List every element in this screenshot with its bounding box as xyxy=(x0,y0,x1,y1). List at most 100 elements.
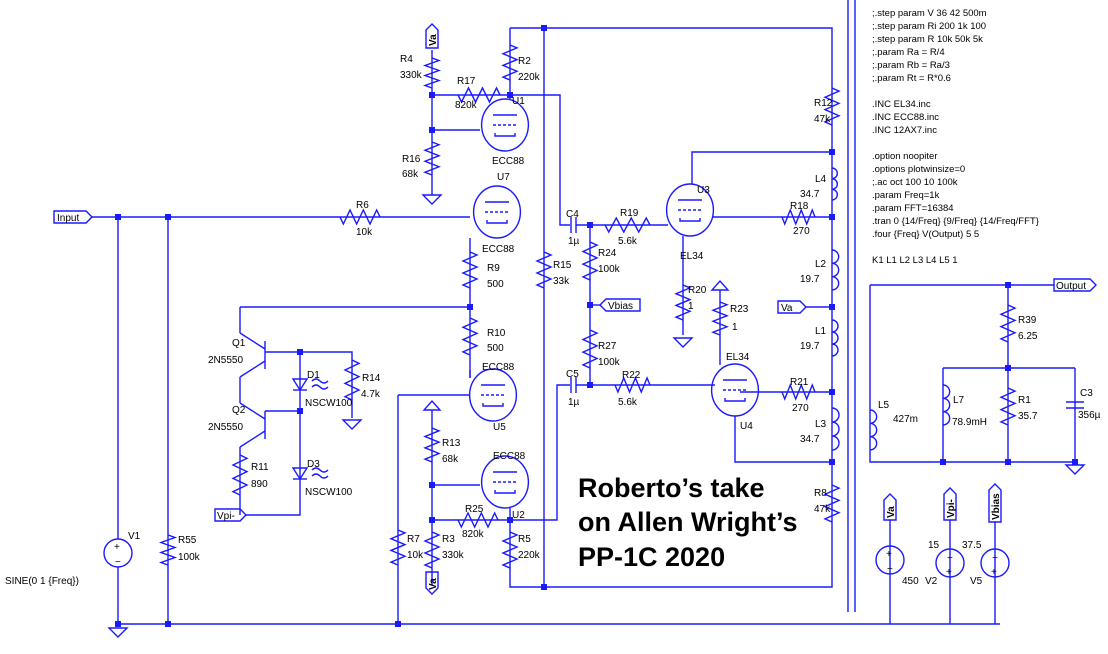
label-ref: L5 xyxy=(878,400,890,411)
label-ref: R17 xyxy=(457,76,476,87)
transistor-emitter xyxy=(239,430,266,448)
label-value: SINE(0 1 {Freq}) xyxy=(5,576,79,587)
wire xyxy=(869,285,1075,463)
spice-directives[interactable]: ;.step param V 36 42 500m ;.step param R… xyxy=(872,8,1039,266)
label-ref: R5 xyxy=(518,534,531,545)
label-ref: U3 xyxy=(697,185,710,196)
net-label-vbias[interactable]: Vbias xyxy=(599,298,641,312)
net-label-va-source[interactable]: Va xyxy=(883,493,897,521)
directive-line: .tran 0 {14/Freq} {9/Freq} {14/Freq/FFT} xyxy=(872,216,1039,227)
directive-line: ;.step param R 10k 50k 5k xyxy=(872,34,983,45)
junction-dot xyxy=(1072,459,1078,465)
ground-icon xyxy=(107,627,129,638)
net-label-vbias-text: Vbias xyxy=(991,493,1002,520)
directive-line: .INC EL34.inc xyxy=(872,99,931,110)
label-ref: R39 xyxy=(1018,315,1037,326)
wires xyxy=(92,25,1078,627)
net-label-vpi-source[interactable]: Vpi- xyxy=(943,487,957,521)
label-ref: R1 xyxy=(1018,395,1031,406)
resistor-symbol xyxy=(423,141,441,176)
net-label-output[interactable]: Output xyxy=(1053,278,1097,292)
label-value: 820k xyxy=(455,100,478,111)
vacuum-tube-symbol xyxy=(472,185,522,239)
net-label-input[interactable]: Input xyxy=(53,210,93,224)
label-ref: C5 xyxy=(566,369,579,380)
title-line: on Allen Wright’s xyxy=(578,507,798,537)
net-label-va-bottom[interactable]: Va xyxy=(425,571,439,595)
label-value: NSCW100 xyxy=(305,487,353,498)
label-ref: R13 xyxy=(442,438,461,449)
supply-arrow-icon xyxy=(710,279,730,291)
label-ref: R55 xyxy=(178,535,197,546)
label-ref: U4 xyxy=(740,421,753,432)
label-value: 1 xyxy=(688,301,694,312)
directive-line: .INC 12AX7.inc xyxy=(872,125,937,136)
net-label-input-text: Input xyxy=(57,213,79,224)
plus-sign: + xyxy=(991,567,997,578)
label-value: 68k xyxy=(402,169,419,180)
resistor-symbol xyxy=(461,251,479,289)
voltage-source-symbol xyxy=(875,545,905,575)
resistor-symbol xyxy=(604,216,651,234)
label-ref: R6 xyxy=(356,200,369,211)
inductor-symbol xyxy=(831,407,840,451)
directive-line: ;.param Rb = Ra/3 xyxy=(872,60,950,71)
directive-line: ;.param Ra = R/4 xyxy=(872,47,945,58)
label-value: 820k xyxy=(462,529,485,540)
vacuum-tube-symbol xyxy=(710,363,760,417)
directive-line: .param FFT=16384 xyxy=(872,203,954,214)
label-value: 100k xyxy=(598,357,621,368)
directive-line: .INC ECC88.inc xyxy=(872,112,939,123)
label-value: 37.5 xyxy=(962,540,982,551)
ground-icon xyxy=(421,194,443,205)
net-label-vbias-text: Vbias xyxy=(608,301,633,312)
label-ref: R12 xyxy=(814,98,833,109)
label-ref: U1 xyxy=(512,96,525,107)
tube-cathode xyxy=(679,218,701,222)
vacuum-tube-symbol xyxy=(665,183,715,237)
junction-dot xyxy=(541,25,547,31)
resistor-symbol xyxy=(999,387,1017,426)
wire xyxy=(265,351,353,418)
tube-cathode xyxy=(494,133,516,137)
label-ref: R7 xyxy=(407,534,420,545)
resistor-symbol xyxy=(535,251,553,289)
label-value: 100k xyxy=(598,264,621,275)
label-ref: Q2 xyxy=(232,405,246,416)
label-ref: L7 xyxy=(953,395,965,406)
label-ref: R22 xyxy=(622,370,641,381)
tube-cathode xyxy=(724,398,746,402)
vacuum-tube-symbol xyxy=(468,368,518,422)
label-value: 330k xyxy=(400,70,423,81)
minus-sign: − xyxy=(992,553,998,564)
label-value: 33k xyxy=(553,276,570,287)
resistor-symbol xyxy=(461,317,479,356)
resistor-symbol xyxy=(823,484,841,523)
resistor-symbol xyxy=(457,511,499,529)
plus-sign: + xyxy=(886,549,892,560)
minus-sign: − xyxy=(115,557,121,568)
diode-symbol xyxy=(291,467,309,481)
tube-cathode xyxy=(482,403,504,407)
label-value: 47k xyxy=(814,114,831,125)
net-label-va-mid[interactable]: Va xyxy=(777,300,807,314)
net-label-vpi[interactable]: Vpi- xyxy=(214,508,247,522)
label-ref: D3 xyxy=(307,459,320,470)
label-ref: R21 xyxy=(790,377,809,388)
plus-sign: + xyxy=(114,542,120,553)
label-ref: R25 xyxy=(465,504,484,515)
label-ref: R2 xyxy=(518,56,531,67)
label-value: 356µ xyxy=(1078,410,1101,421)
net-label-vbias-source[interactable]: Vbias xyxy=(988,483,1002,523)
resistor-symbol xyxy=(614,376,651,394)
diode-symbol xyxy=(291,378,309,392)
net-label-va-top[interactable]: Va xyxy=(425,23,439,49)
label-value: ECC88 xyxy=(493,451,526,462)
components: +−+−+−+− xyxy=(103,44,1086,638)
vacuum-tube-symbol xyxy=(480,98,530,152)
ground-icon xyxy=(672,337,694,348)
net-label-va-text: Va xyxy=(428,578,439,590)
resistor-symbol xyxy=(343,359,361,401)
transistor-collector xyxy=(239,332,266,350)
